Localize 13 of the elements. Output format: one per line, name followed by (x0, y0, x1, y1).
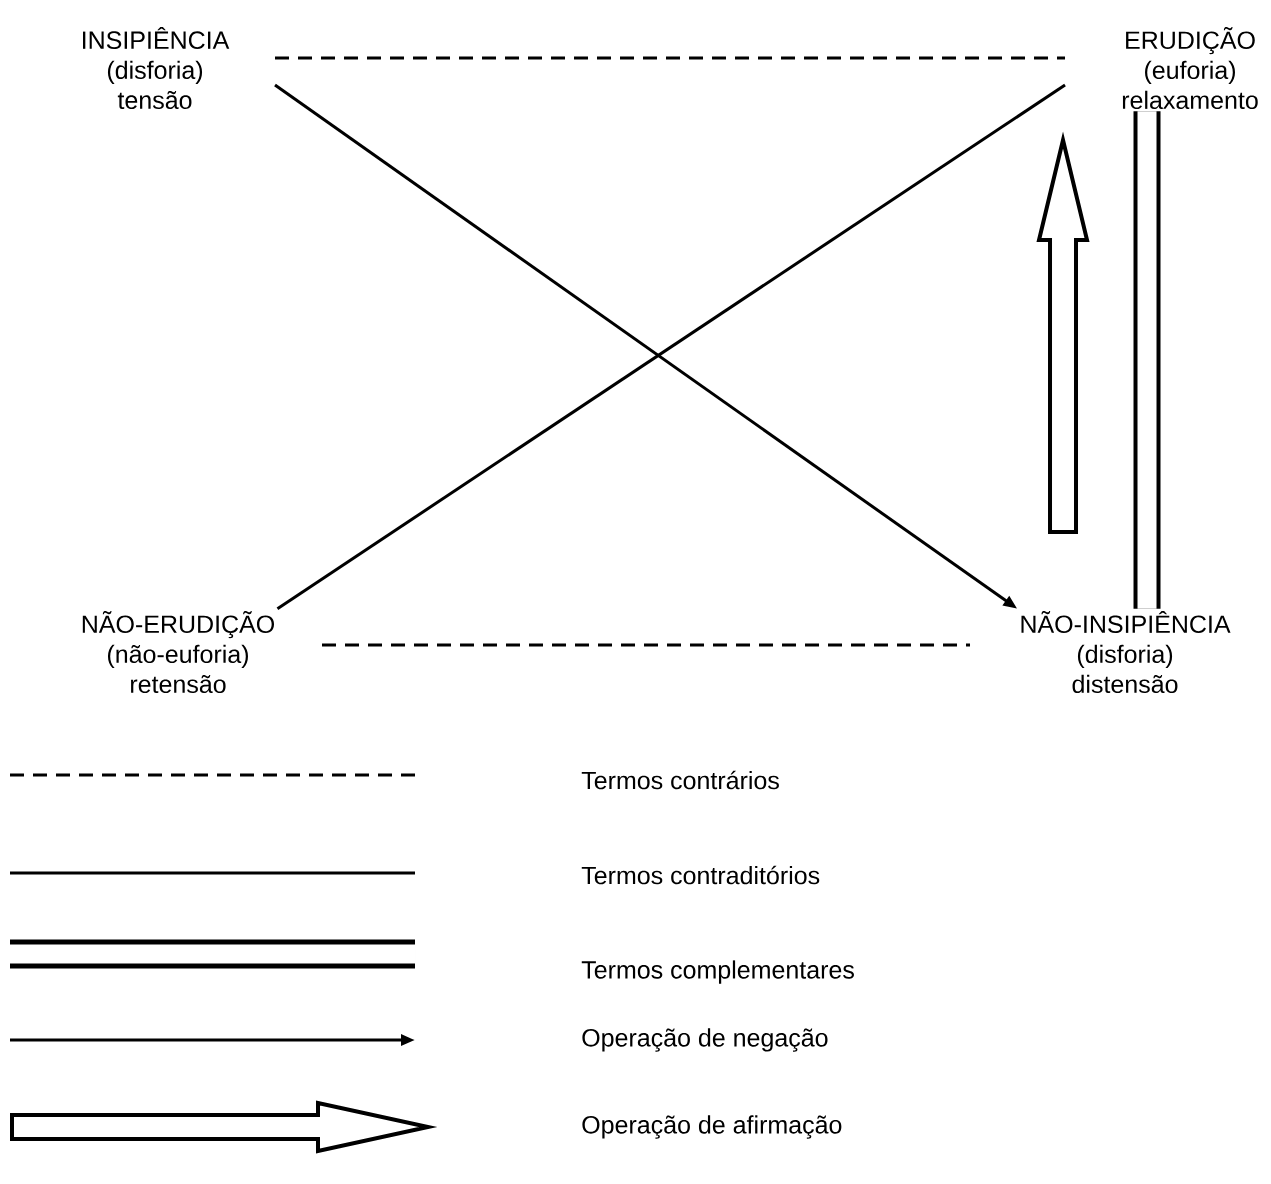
dashed-line (275, 56, 1065, 60)
dashed-line (322, 643, 970, 647)
legend-text: Termos complementares (581, 960, 854, 984)
legend-text: Operação de negação (582, 1028, 828, 1052)
legend-text: Operação de afirmação (582, 1115, 842, 1139)
term-label: ERUDIÇÃO (euforia) relaxamento (1122, 26, 1258, 110)
legend-text: Termos contrários (581, 770, 779, 790)
double-line (1133, 111, 1161, 609)
legend-text: Termos contraditórios (581, 865, 820, 885)
hollow-arrow (1036, 131, 1090, 534)
term-label: NÃO-ERUDIÇÃO (não-euforia) retensão (82, 610, 275, 694)
term-label: NÃO-INSIPIÊNCIA (disforia) distensão (1021, 610, 1231, 694)
term-label: INSIPIÊNCIA (disforia) tensão (83, 26, 230, 110)
